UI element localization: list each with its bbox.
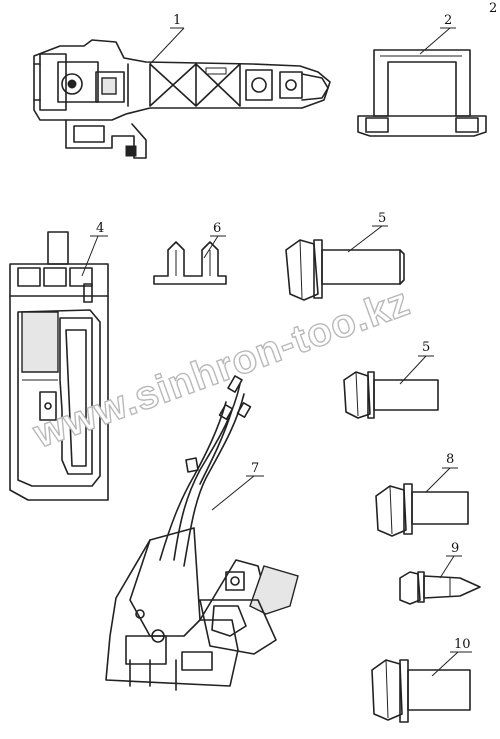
part-10-bolt [371,659,471,723]
leader-10 [431,651,459,677]
callout-4: 4 [96,221,104,236]
leader-8 [425,467,451,493]
leader-7 [211,475,255,511]
part-1-outer-handle [33,39,331,159]
callout-9: 9 [451,541,459,556]
callout-8: 8 [446,452,454,467]
leader-5b [399,355,427,385]
callout-5-lower: 5 [422,340,430,355]
callout-6: 6 [213,221,221,236]
callout-10: 10 [454,637,471,652]
leader-6 [203,235,219,259]
leader-2 [419,27,451,55]
callout-2: 2 [444,13,452,28]
leader-4 [81,235,99,277]
leader-5a [347,225,383,253]
part-5-bolt-upper [285,239,405,301]
part-7-door-lock [105,375,299,691]
callout-1: 1 [173,13,181,28]
callout-7: 7 [251,461,259,476]
callout-5-upper: 5 [378,211,386,226]
leader-1 [149,27,185,65]
part-8-bolt [375,483,469,537]
leader-9 [439,555,455,579]
part-5-bolt-lower [343,371,439,419]
corner-mark: 2 [489,1,497,16]
part-6-clip [153,241,227,285]
part-4-inner-handle [9,231,109,501]
part-2-bracket [357,49,487,137]
part-9-screw [399,571,481,605]
